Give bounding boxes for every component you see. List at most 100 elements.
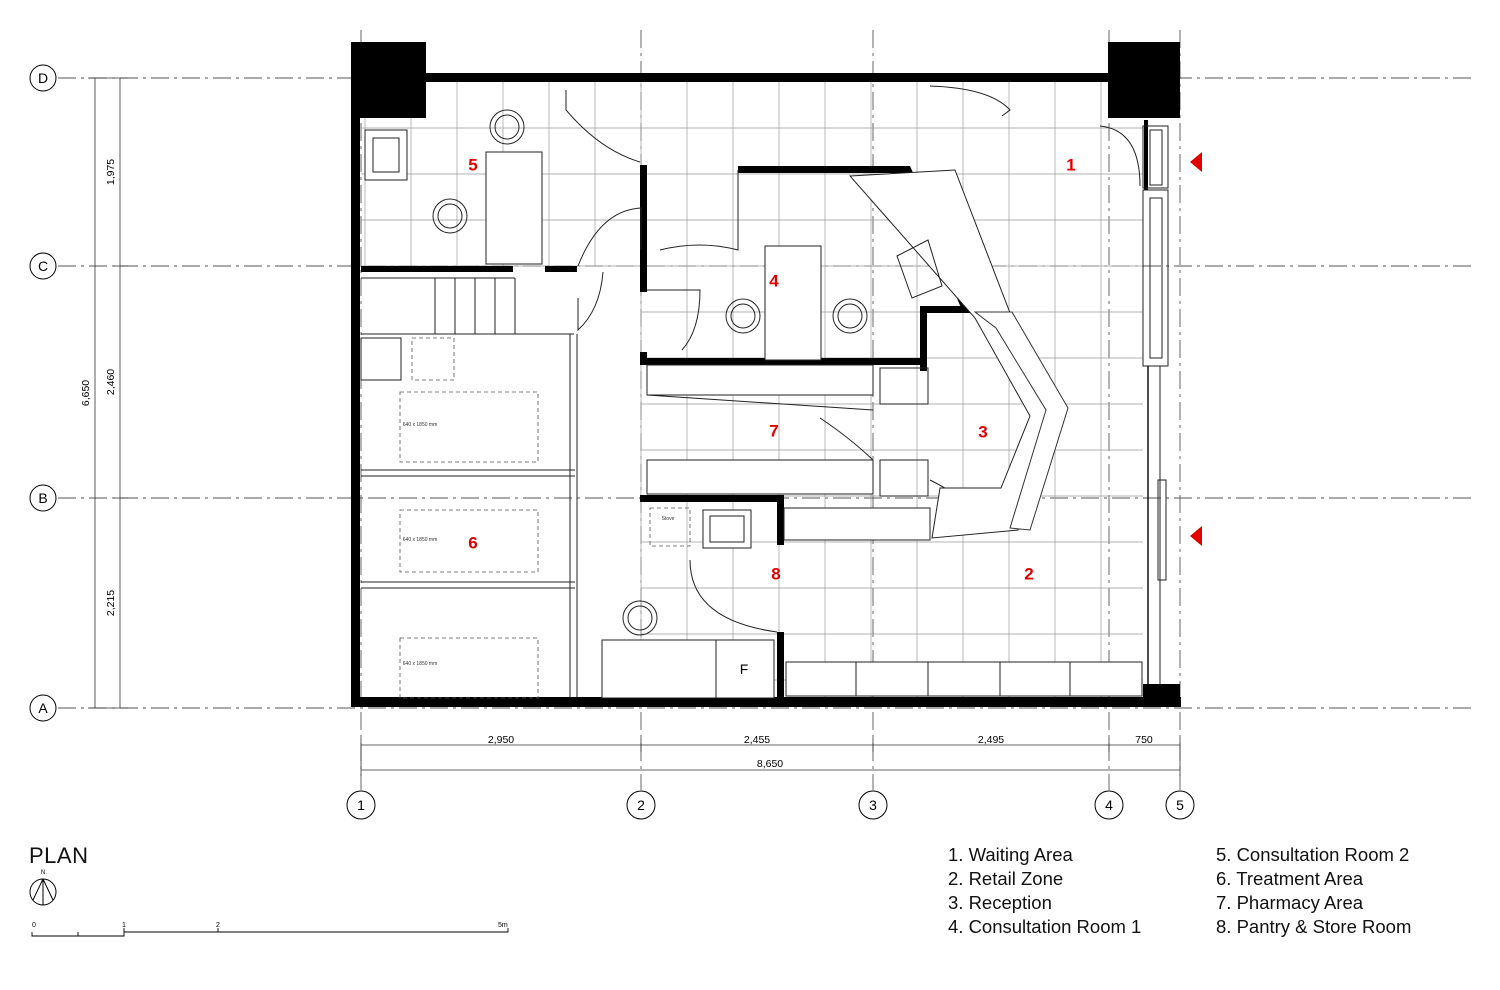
pantry-chair	[622, 600, 658, 636]
room-marker-2: 2	[1024, 565, 1033, 584]
reception-screen	[896, 239, 943, 299]
dim-2-3: 2,455	[744, 734, 770, 746]
room-marker-1: 1	[1066, 156, 1075, 175]
treatment-area-fixtures: 640 x 1850 mm 640 x 1850 mm 640 x 1850 m…	[360, 277, 578, 699]
col-label-5: 5	[1176, 797, 1184, 813]
legend-item-8: 8. Pantry & Store Room	[1216, 916, 1412, 937]
wall-cr1-left	[640, 165, 647, 292]
door-cr2	[565, 90, 641, 163]
room-marker-6: 6	[468, 534, 477, 553]
door-glazing-top	[1099, 125, 1141, 187]
treatment-bed-3	[399, 637, 539, 699]
cr1-chair-left	[725, 298, 761, 334]
row-label-c: C	[38, 258, 48, 274]
legend-item-7: 7. Pharmacy Area	[1216, 892, 1364, 913]
door-stair	[577, 271, 604, 332]
cr1-furniture	[725, 245, 868, 361]
north-label: N	[41, 870, 45, 876]
dim-1-2: 2,950	[488, 734, 514, 746]
row-bubble-d: D	[29, 64, 57, 92]
row-label-b: B	[38, 490, 47, 506]
room-marker-5: 5	[468, 156, 477, 175]
wall-pantry-right-upper	[777, 495, 784, 545]
entrance-arrow-top	[1190, 152, 1202, 172]
wall-left	[351, 110, 360, 707]
cr1-chair-right	[832, 298, 868, 334]
wall-top	[426, 73, 1108, 82]
wall-cr1-bottom	[640, 358, 927, 365]
cr2-chair-top	[489, 109, 525, 145]
col-bubble-3: 3	[858, 790, 888, 820]
column-top-left	[351, 42, 426, 118]
plan-title: PLAN	[29, 843, 89, 868]
bed-label-3: 640 x 1850 mm	[403, 661, 437, 667]
column-bottom-right	[1143, 684, 1180, 698]
col-label-4: 4	[1105, 797, 1113, 813]
treatment-bed-2	[399, 509, 539, 573]
dim-d-c: 1,975	[105, 159, 117, 185]
door-cr1	[659, 170, 739, 251]
dim-total-vertical: 6,650	[80, 380, 92, 406]
wall-bottom	[351, 697, 1181, 707]
wall-cr2-bottom-a	[361, 266, 513, 272]
treatment-bed-1	[399, 391, 539, 463]
col-bubble-5: 5	[1165, 790, 1195, 820]
wall-pantry-right-lower	[777, 632, 784, 698]
pharmacy-shelving	[646, 364, 929, 497]
door-pantry	[689, 559, 778, 633]
fridge-label: F	[740, 661, 749, 677]
reception-counter-hatched	[973, 311, 1069, 531]
horizontal-dimensions: 2,950 2,455 2,495 750 8,650	[360, 734, 1181, 776]
legend-item-6: 6. Treatment Area	[1216, 868, 1364, 889]
legend-item-3: 3. Reception	[948, 892, 1052, 913]
col-bubble-4: 4	[1094, 790, 1124, 820]
legend-column-2: 5. Consultation Room 2 6. Treatment Area…	[1216, 843, 1411, 939]
wall-cr2-bottom-b	[545, 266, 577, 272]
col-bubble-1: 1	[346, 790, 376, 820]
pantry-fixtures: Stove F	[601, 507, 775, 699]
wall-pantry-top	[640, 495, 784, 502]
col-label-1: 1	[357, 797, 365, 813]
room-marker-8: 8	[771, 565, 780, 584]
col-label-2: 2	[637, 797, 645, 813]
legend-column-1: 1. Waiting Area 2. Retail Zone 3. Recept…	[948, 843, 1141, 939]
room-marker-3: 3	[978, 423, 987, 442]
row-label-d: D	[38, 70, 48, 86]
legend-item-5: 5. Consultation Room 2	[1216, 844, 1410, 865]
entrance-arrow-bottom	[1190, 526, 1202, 546]
dim-c-b: 2,460	[105, 369, 117, 395]
cr2-chair-bottom	[432, 198, 468, 234]
cr1-desk	[764, 245, 822, 361]
legend-item-1: 1. Waiting Area	[948, 844, 1073, 865]
storefront-glazing	[1142, 125, 1169, 684]
col-label-3: 3	[869, 797, 877, 813]
vertical-dimensions: 1,975 2,460 2,215 6,650	[80, 77, 128, 709]
bed-label-1: 640 x 1850 mm	[403, 422, 437, 428]
scale-5m: 5m	[498, 922, 508, 929]
wall-cr1-right	[920, 306, 927, 371]
north-arrow-icon: N	[29, 870, 57, 906]
scale-2: 2	[216, 922, 220, 929]
row-label-a: A	[38, 700, 48, 716]
stove-label: Stove	[662, 516, 675, 522]
legend-item-2: 2. Retail Zone	[948, 868, 1064, 889]
bed-label-2: 640 x 1850 mm	[403, 537, 437, 543]
reception-counter	[848, 169, 1069, 539]
dim-4-5: 750	[1135, 734, 1153, 746]
scale-0: 0	[32, 922, 36, 929]
row-bubble-c: C	[29, 252, 57, 280]
door-cr2-side	[577, 207, 642, 267]
pantry-counter	[601, 639, 775, 699]
room-markers: 1 2 3 4 5 6 7 8	[468, 156, 1075, 584]
row-bubble-a: A	[29, 694, 57, 722]
door-entrance-top	[929, 85, 1011, 117]
dim-3-4: 2,495	[978, 734, 1004, 746]
retail-display-units	[783, 507, 1143, 697]
scale-bar: 0 1 2 5m	[31, 922, 509, 937]
legend-item-4: 4. Consultation Room 1	[948, 916, 1142, 937]
wall-pharmacy-post	[640, 352, 647, 365]
cr2-desk	[485, 151, 543, 265]
glazing-frame-top	[1144, 120, 1148, 190]
col-bubble-2: 2	[626, 790, 656, 820]
